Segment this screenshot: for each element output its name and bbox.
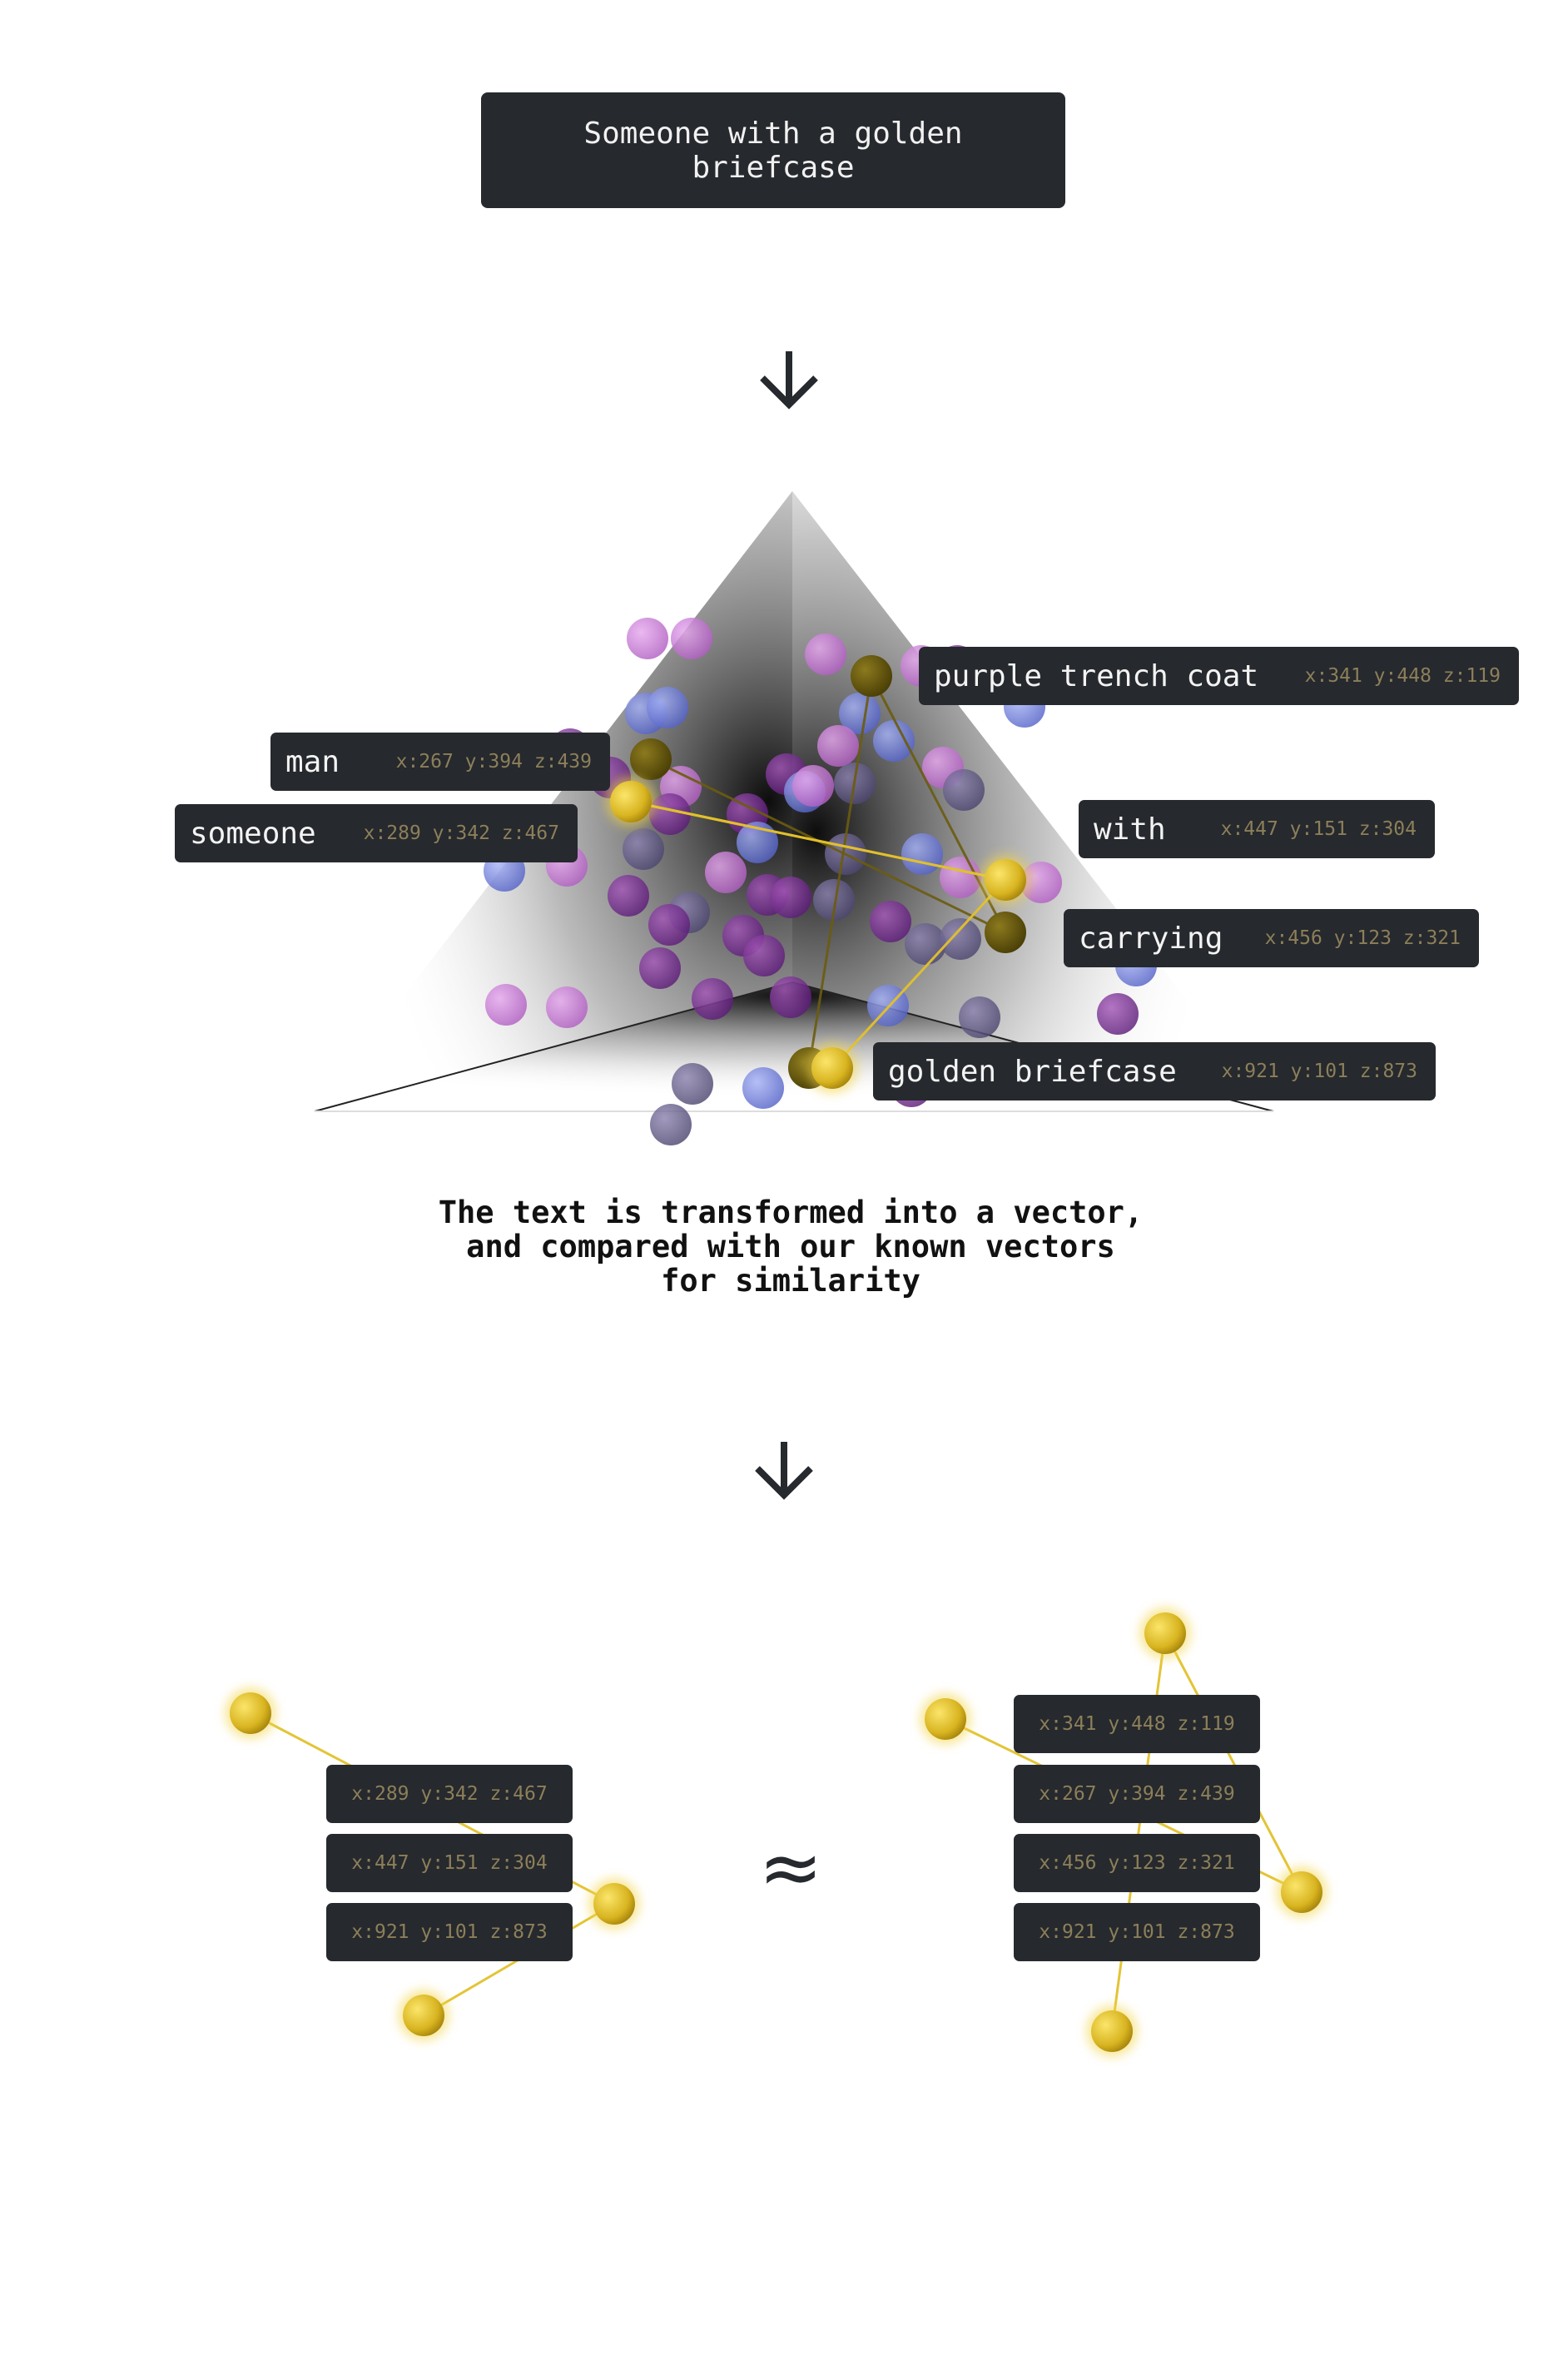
token-vector-point — [811, 1047, 853, 1089]
token-vector-point — [610, 781, 652, 822]
embedding-point — [817, 725, 859, 767]
embedding-point — [623, 828, 664, 870]
embedding-point — [672, 1063, 713, 1105]
token-label-carrying: carrying x:456 y:123 z:321 — [1064, 909, 1479, 967]
approximately-equal-symbol: ≈ — [758, 1823, 823, 1912]
embedding-point — [742, 1067, 784, 1109]
vector-link — [807, 675, 873, 1069]
embedding-point — [692, 978, 733, 1020]
query-point — [230, 1692, 271, 1734]
embedding-point — [649, 793, 691, 835]
token-coordinates: x:447 y:151 z:304 — [1220, 818, 1417, 840]
embedding-point — [940, 918, 981, 960]
token-word: purple trench coat — [934, 658, 1259, 693]
embedding-point — [870, 901, 911, 942]
token-label-golden-briefcase: golden briefcase x:921 y:101 z:873 — [873, 1042, 1436, 1100]
embedding-point — [943, 769, 985, 811]
known-vector: x:456 y:123 z:321 — [1014, 1834, 1260, 1892]
embedding-point — [770, 976, 811, 1018]
known-vector: x:921 y:101 z:873 — [1014, 1903, 1260, 1961]
embedding-point — [905, 923, 946, 965]
embedding-point — [1020, 862, 1062, 903]
embedding-point — [813, 879, 855, 921]
token-word: carrying — [1079, 921, 1223, 956]
embedding-point — [940, 857, 981, 898]
known-vector: x:267 y:394 z:439 — [1014, 1765, 1260, 1823]
token-coordinates: x:341 y:448 z:119 — [1304, 665, 1501, 687]
embedding-point — [648, 904, 690, 946]
token-word: with — [1094, 812, 1166, 847]
embedding-point — [639, 947, 681, 989]
token-coordinates: x:921 y:101 z:873 — [1221, 1061, 1417, 1082]
caption-text: The text is transformed into a vector, a… — [438, 1195, 1144, 1299]
embedding-point — [1097, 993, 1139, 1035]
embedding-point — [737, 822, 778, 863]
known-point — [1091, 2010, 1133, 2052]
known-point — [1144, 1612, 1186, 1654]
known-vector: x:341 y:448 z:119 — [1014, 1695, 1260, 1753]
token-vector-point — [630, 738, 672, 780]
token-word: someone — [190, 816, 316, 851]
token-coordinates: x:456 y:123 z:321 — [1264, 927, 1461, 949]
embedding-space-scene — [314, 491, 1274, 1145]
embedding-point — [873, 720, 915, 762]
embedding-point — [705, 852, 747, 893]
embedding-point — [485, 984, 527, 1026]
token-label-someone: someone x:289 y:342 z:467 — [175, 804, 578, 862]
token-vector-point — [851, 655, 892, 697]
vector-link — [650, 758, 1006, 934]
query-vector: x:289 y:342 z:467 — [326, 1765, 573, 1823]
vector-link — [630, 800, 1006, 882]
token-label-with: with x:447 y:151 z:304 — [1079, 800, 1435, 858]
embedding-point — [901, 833, 943, 875]
token-vector-point — [985, 912, 1026, 953]
embedding-point — [546, 986, 588, 1028]
embedding-point — [770, 877, 811, 918]
embedding-point — [959, 996, 1000, 1038]
embedding-point — [627, 618, 668, 659]
query-vector: x:447 y:151 z:304 — [326, 1834, 573, 1892]
vector-link — [831, 878, 1007, 1070]
query-vector: x:921 y:101 z:873 — [326, 1903, 573, 1961]
token-label-purple-trench-coat: purple trench coat x:341 y:448 z:119 — [919, 647, 1519, 705]
token-coordinates: x:267 y:394 z:439 — [395, 751, 592, 773]
embedding-point — [805, 633, 846, 675]
embedding-point — [650, 1104, 692, 1145]
token-label-man: man x:267 y:394 z:439 — [270, 733, 610, 791]
arrow-down-icon — [755, 1442, 813, 1500]
known-link — [1110, 1632, 1167, 2032]
embedding-point — [792, 765, 834, 807]
query-point — [403, 1995, 444, 2036]
embedding-point — [743, 935, 785, 976]
known-point — [925, 1698, 966, 1740]
token-vector-point — [985, 859, 1026, 901]
embedding-point — [839, 693, 881, 734]
embedding-point — [671, 618, 712, 659]
token-word: man — [285, 744, 340, 779]
token-word: golden briefcase — [888, 1054, 1177, 1089]
embedding-point — [608, 875, 649, 917]
query-text-box: Someone with a golden briefcase — [481, 92, 1065, 208]
query-point — [593, 1883, 635, 1925]
arrow-down-icon — [760, 351, 818, 410]
known-point — [1281, 1871, 1322, 1913]
token-coordinates: x:289 y:342 z:467 — [363, 822, 559, 844]
embedding-point — [647, 687, 688, 728]
query-text: Someone with a golden briefcase — [583, 116, 963, 185]
